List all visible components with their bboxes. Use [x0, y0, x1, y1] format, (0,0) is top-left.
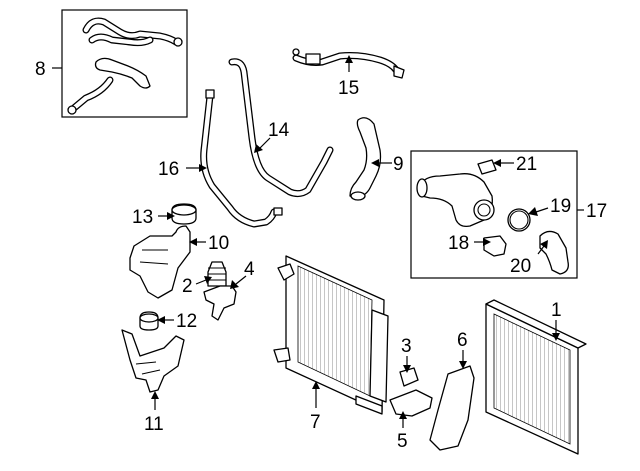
radiator-1 [485, 299, 587, 455]
callout-1: 1 [551, 300, 562, 321]
callout-10: 10 [208, 233, 229, 254]
callout-4: 4 [244, 259, 255, 280]
callout-3: 3 [401, 336, 412, 357]
air-guide-6 [429, 365, 475, 451]
hose-16 [200, 89, 283, 228]
callout-labels: 8 15 14 16 9 21 19 17 18 20 13 10 2 4 12… [35, 59, 607, 452]
bracket-4 [203, 285, 237, 321]
callout-11: 11 [144, 414, 164, 435]
callout-21: 21 [516, 154, 537, 175]
callout-8: 8 [35, 59, 46, 80]
hose-kit-box [61, 9, 188, 118]
callout-15: 15 [338, 78, 359, 99]
hose-14 [228, 58, 334, 198]
callout-19: 19 [550, 196, 571, 217]
callout-17: 17 [586, 201, 607, 222]
reservoir-10 [129, 203, 197, 299]
hose-15 [292, 48, 405, 79]
hose-9 [349, 117, 382, 201]
bracket-3 [399, 367, 419, 387]
thermostat-group-17 [410, 150, 578, 279]
callout-18: 18 [448, 233, 469, 254]
callout-20: 20 [510, 256, 531, 277]
thermostat-box [410, 150, 578, 279]
leader-lines [52, 55, 584, 428]
callout-5: 5 [397, 431, 408, 452]
bumper-2 [207, 261, 227, 287]
hose-kit-8 [61, 9, 188, 118]
bracket-11 [121, 329, 185, 393]
callout-2: 2 [182, 276, 193, 297]
callout-6: 6 [457, 330, 468, 351]
condenser-7 [273, 255, 389, 415]
callout-12: 12 [176, 311, 197, 332]
callout-14: 14 [268, 120, 290, 141]
grommet-12 [139, 311, 159, 331]
callout-16: 16 [158, 159, 179, 180]
callout-7: 7 [310, 412, 321, 433]
bracket-5 [389, 389, 433, 417]
callout-13: 13 [132, 207, 153, 228]
callout-9: 9 [393, 154, 404, 175]
